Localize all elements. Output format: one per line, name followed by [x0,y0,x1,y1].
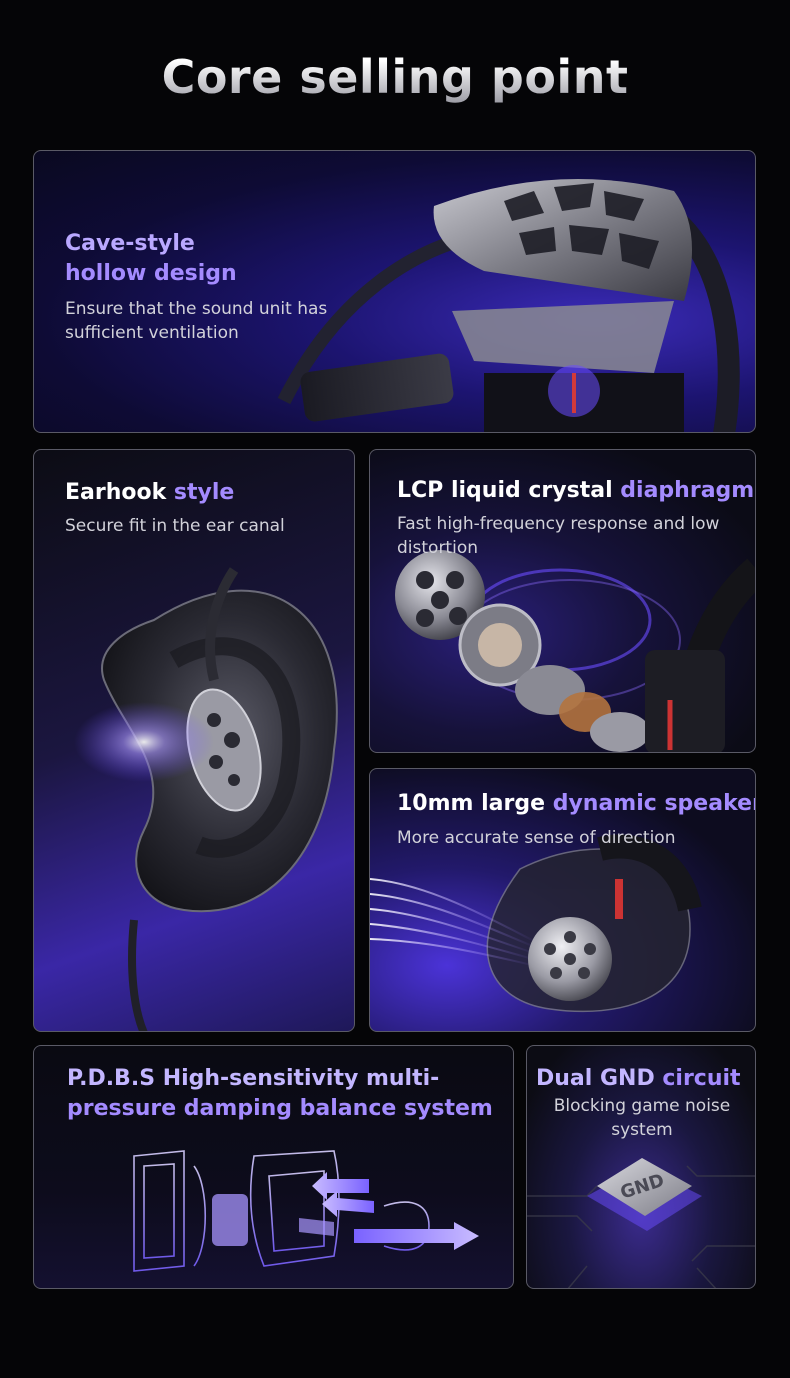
lcp-heading-white: LCP liquid crystal [397,478,613,503]
earhook-heading: Earhook style [65,478,234,508]
diaphragm-exploded-illustration [395,550,755,752]
earhook-description: Secure fit in the ear canal [65,516,285,536]
gnd-heading: Dual GND circuit [536,1064,741,1094]
speaker-illustration [370,834,702,1013]
cave-design-heading-line2: hollow design [65,261,237,286]
earhook-heading-purple: style [173,480,235,505]
feature-card-cave-design: Cave-style hollow design Ensure that the… [33,150,756,433]
gnd-heading-purple: circuit [662,1066,741,1091]
gnd-chip-illustration: GND [527,1158,755,1288]
speaker-heading-white: 10mm large [397,791,546,816]
feature-card-lcp-diaphragm: LCP liquid crystal diaphragm Fast high-f… [369,449,756,753]
lcp-description: Fast high-frequency response and low dis… [397,514,720,558]
feature-card-pdbs: P.D.B.S High-sensitivity multi- pressure… [33,1045,514,1289]
pdbs-exploded-illustration [133,1150,479,1272]
feature-card-dynamic-speaker: 10mm large dynamic speaker More accurate… [369,768,756,1032]
earhook-heading-white: Earhook [65,480,167,505]
speaker-heading-purple: dynamic speaker [552,791,756,816]
ear-illustration [74,567,338,1031]
gnd-description: Blocking game noise system [553,1096,731,1140]
cave-design-description: Ensure that the sound unit has sufficien… [65,299,328,343]
cave-design-heading: Cave-style hollow design [65,229,237,289]
lcp-heading-purple: diaphragm [620,478,755,503]
speaker-heading: 10mm large dynamic speaker [397,789,756,819]
gnd-heading-white: Dual GND [536,1066,655,1091]
earbuds-shell-illustration [277,179,740,432]
page-title: Core selling point [0,50,790,104]
lcp-heading: LCP liquid crystal diaphragm [397,476,754,506]
pdbs-heading-line2: pressure damping balance system [67,1096,493,1121]
feature-card-dual-gnd: GND Dual GND circuit Blocking game noise… [526,1045,756,1289]
pdbs-heading-line1: P.D.B.S High-sensitivity multi- [67,1066,440,1091]
cave-design-heading-line1: Cave-style [65,231,195,256]
pdbs-heading: P.D.B.S High-sensitivity multi- pressure… [67,1064,493,1124]
feature-card-earhook: Earhook style Secure fit in the ear cana… [33,449,355,1032]
speaker-description: More accurate sense of direction [397,828,676,848]
